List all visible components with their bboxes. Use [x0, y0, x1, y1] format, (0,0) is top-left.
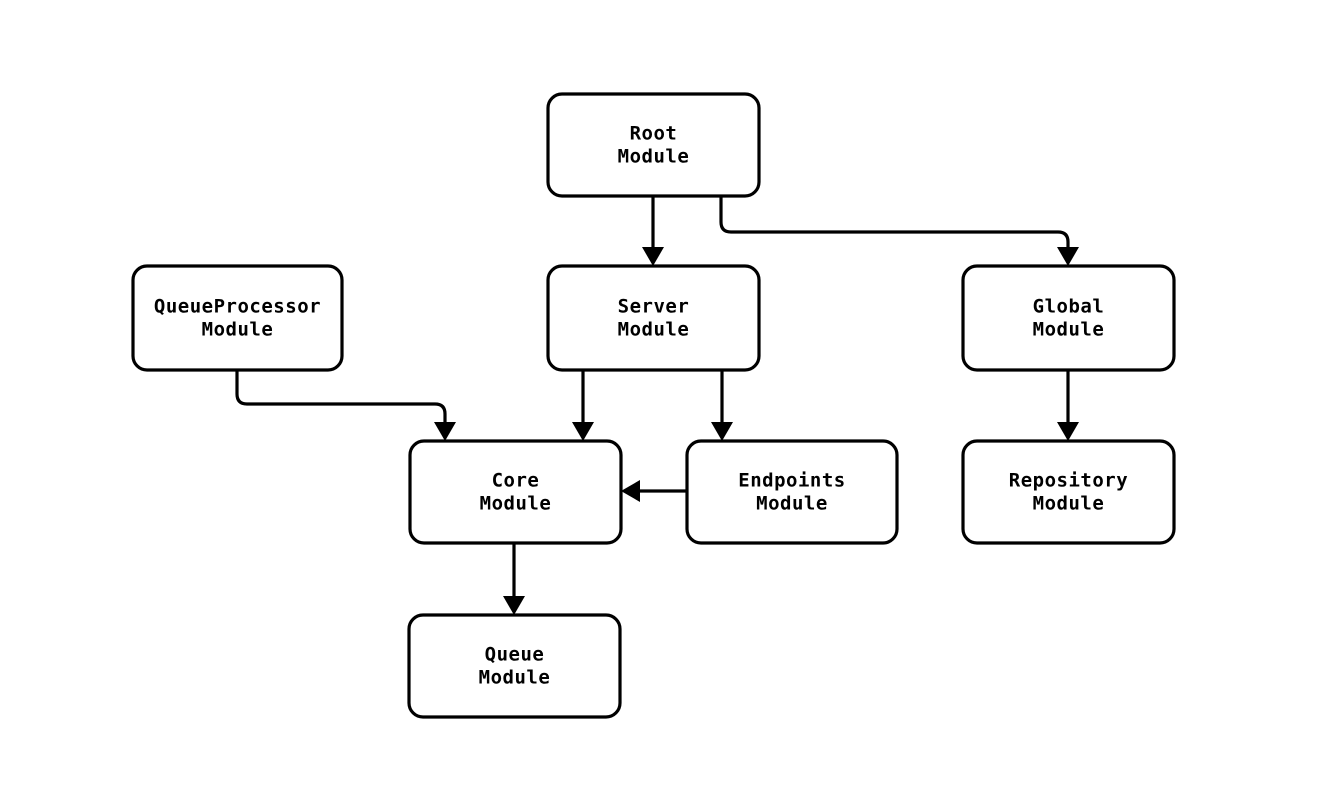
node-label-secondary: Module — [756, 493, 828, 515]
edge-arrowhead — [1057, 247, 1079, 266]
node-label-primary: Queue — [485, 644, 545, 666]
node-box[interactable] — [131, 264, 344, 372]
edge-line — [719, 196, 1070, 248]
edge-global-to-repository — [1057, 370, 1079, 441]
edge-arrowhead — [1057, 422, 1079, 441]
node-box[interactable] — [546, 264, 761, 372]
node-box[interactable] — [546, 92, 761, 198]
node-label-secondary: Module — [1033, 493, 1105, 515]
node-label-secondary: Module — [480, 493, 552, 515]
edge-arrowhead — [434, 422, 456, 441]
node-label-secondary: Module — [479, 667, 551, 689]
edge-arrowhead — [642, 247, 664, 266]
node-box[interactable] — [961, 264, 1176, 372]
edge-root-to-global — [719, 196, 1079, 266]
node-box[interactable] — [961, 439, 1176, 545]
node-box[interactable] — [407, 613, 622, 719]
edge-root-to-server — [642, 196, 664, 266]
edge-queueprocessor-to-core — [235, 370, 456, 441]
edge-arrowhead — [621, 480, 640, 502]
edge-server-to-core — [572, 370, 594, 441]
node-label-primary: Endpoints — [738, 470, 845, 492]
edge-line — [235, 370, 447, 423]
node-label-primary: Repository — [1009, 470, 1128, 492]
edge-arrowhead — [711, 422, 733, 441]
node-box[interactable] — [685, 439, 899, 545]
node-box[interactable] — [408, 439, 623, 545]
node-label-primary: Server — [618, 296, 690, 318]
node-label-primary: Global — [1033, 296, 1105, 318]
node-label-secondary: Module — [618, 319, 690, 341]
node-label-secondary: Module — [1033, 319, 1105, 341]
edge-core-to-queue — [503, 543, 525, 615]
edge-arrowhead — [572, 422, 594, 441]
edge-endpoints-to-core — [621, 480, 687, 502]
edge-server-to-endpoints — [711, 370, 733, 441]
edge-arrowhead — [503, 596, 525, 615]
node-label-primary: Core — [492, 470, 540, 492]
node-label-primary: QueueProcessor — [154, 296, 321, 318]
node-label-secondary: Module — [202, 319, 274, 341]
edges-layer — [235, 196, 1079, 615]
node-label-secondary: Module — [618, 146, 690, 168]
node-label-primary: Root — [630, 123, 678, 145]
nodes-layer: RootModuleQueueProcessorModuleServerModu… — [131, 92, 1176, 719]
